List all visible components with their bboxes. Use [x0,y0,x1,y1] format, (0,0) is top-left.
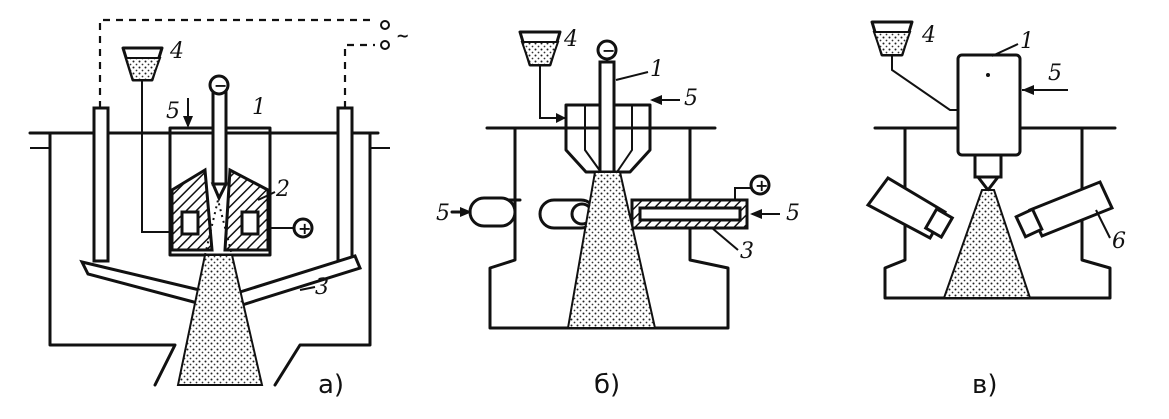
panel-a-plus-sign: + [298,219,311,238]
panel-a-label-3: 3 [315,275,329,300]
panel-a-anode-right [223,167,270,252]
panel-a-torch-body [168,126,272,257]
panel-c-label-6: 6 [1112,229,1126,254]
panel-b-label-1: 1 [650,57,664,82]
panel-b: − + 4 1 5 5 5 3 б) [436,27,800,400]
panel-c: 4 1 5 6 в) [865,20,1126,400]
panel-b-caption: б) [594,370,620,400]
panel-a-ac-sign: ~ [396,26,409,45]
panel-c-caption: в) [972,370,997,400]
panel-b-label-4: 4 [563,27,578,52]
panel-b-label-3: 3 [740,239,754,264]
panel-c-gun [956,53,1022,157]
panel-c-nozzle-left [865,176,955,241]
panel-a-caption: а) [318,370,344,400]
panel-b-label-5b: 5 [436,201,450,226]
panel-a-spray-cone [176,254,264,386]
panel-c-nozzle-right [1014,180,1115,239]
panel-b-minus-sign: − [602,41,615,60]
panel-a-label-4: 4 [169,39,184,64]
panel-a-minus-sign: − [214,76,227,95]
panel-a-rod-left [92,106,110,263]
panel-a-cathode [211,90,228,186]
panel-b-label-5a: 5 [684,86,698,111]
panel-a-supply-line [98,18,375,108]
panel-b-plus-sign: + [755,176,768,195]
panel-c-label-1: 1 [1020,29,1034,54]
panel-a-anode-left [170,167,214,252]
panel-a-chamber [28,131,380,387]
panel-a-rod-right [336,106,354,263]
panel-b-spray-cone [566,171,657,329]
panel-a-label-5: 5 [166,99,180,124]
panel-a: ~ − + 4 5 1 2 3 [28,18,409,400]
panel-b-torch [564,103,652,174]
panel-c-spray-cone [942,189,1032,299]
panel-a-plate-left [79,259,210,307]
panel-a-plate-right [238,254,363,307]
panel-c-label-4: 4 [921,23,936,48]
panel-a-label-2: 2 [275,177,290,202]
panel-b-cathode [598,60,616,174]
panel-a-label-1: 1 [252,95,266,120]
panel-c-label-5: 5 [1048,61,1062,86]
panel-b-label-5c: 5 [786,201,800,226]
